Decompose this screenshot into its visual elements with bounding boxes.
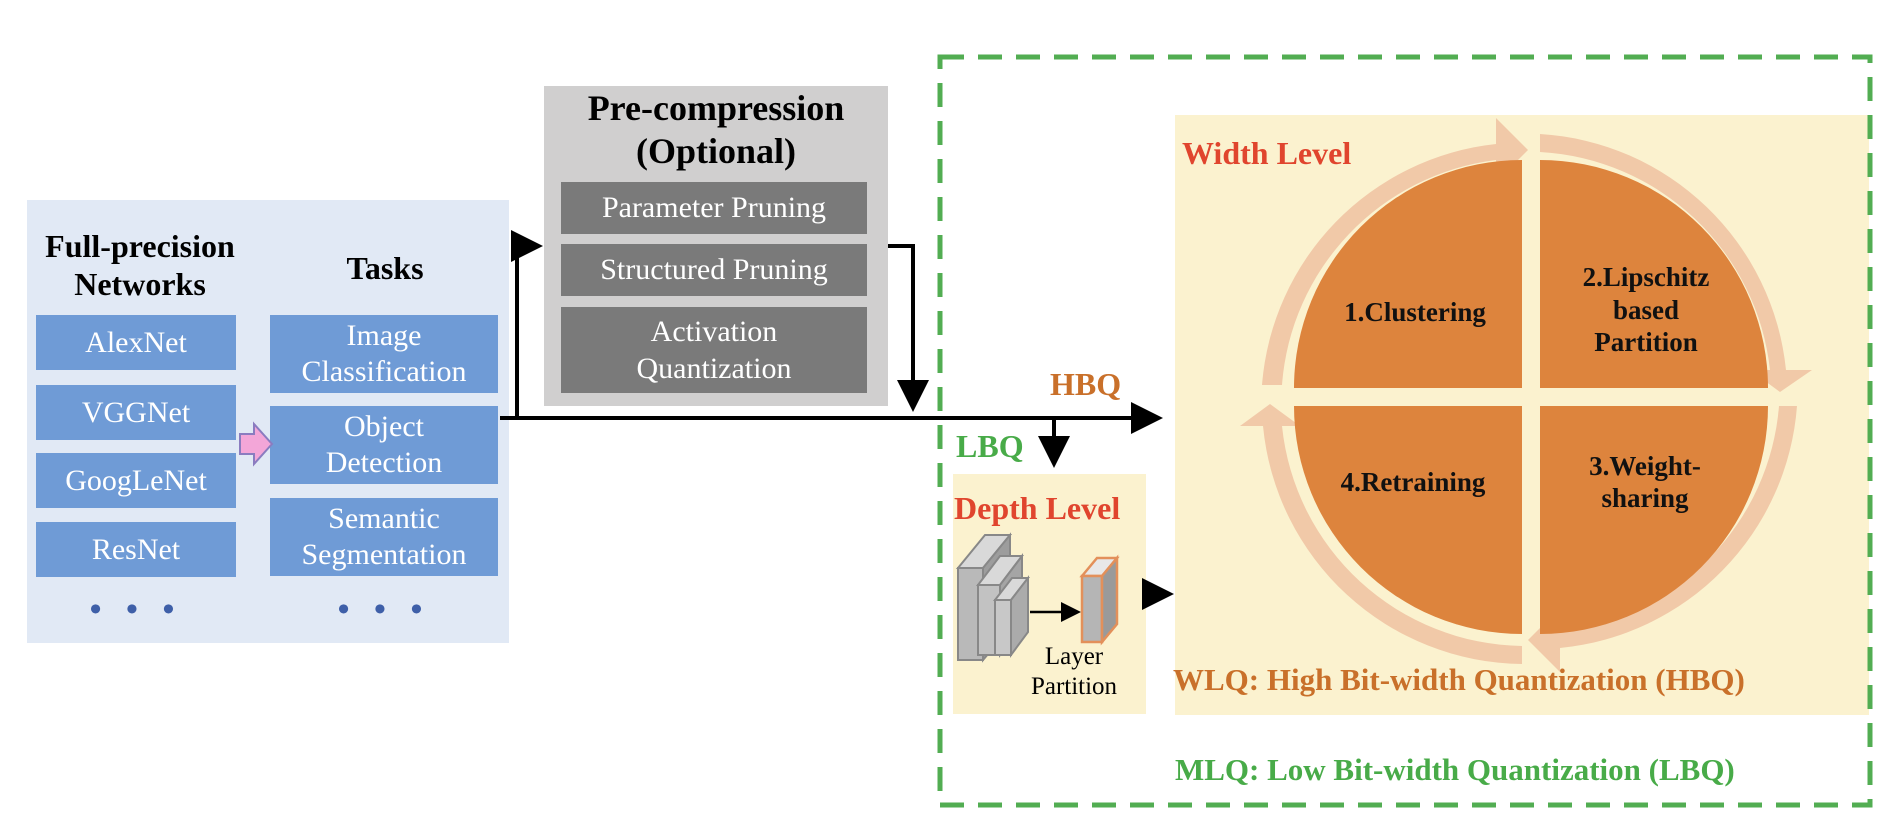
quadrant-weight-sharing <box>1540 406 1768 634</box>
networks-title: Full-precision Networks <box>30 225 250 305</box>
wlq-label: WLQ: High Bit-width Quantization (HBQ) <box>1173 662 1745 697</box>
layer-partition-caption-line2: Partition <box>1030 673 1118 700</box>
mlq-dashed-border <box>937 54 1873 808</box>
cycle-ring-arrows-icon <box>1240 118 1812 672</box>
step-retraining-label: 4.Retraining <box>1340 466 1486 497</box>
tasks-more: • • • <box>337 591 431 628</box>
quadrant-lipschitz <box>1540 160 1768 388</box>
tasks-title-text: Tasks <box>346 249 424 286</box>
layer-partition-caption: Layer Partition <box>1010 640 1138 704</box>
networks-title-text: Full-precision Networks <box>45 227 235 302</box>
hbq-label: HBQ <box>1050 366 1122 402</box>
precompression-item-struct-pruning: Structured Pruning <box>561 244 867 296</box>
task-item-detection: Object Detection <box>270 406 498 484</box>
networks-more: • • • <box>89 591 183 628</box>
quadrant-retraining <box>1294 406 1522 634</box>
mlq-label: MLQ: Low Bit-width Quantization (LBQ) <box>1175 752 1735 787</box>
network-item-alexnet: AlexNet <box>36 315 236 370</box>
to-precompression-arrow <box>511 230 543 418</box>
task-item-segmentation: Semantic Segmentation <box>270 498 498 576</box>
precompression-title-line2: (Optional) <box>635 131 796 171</box>
step-weight-sharing-label: 3.Weight-sharing <box>1589 450 1701 513</box>
networks-to-tasks-arrow-icon <box>239 421 274 467</box>
from-precompression-arrow <box>888 244 929 412</box>
network-item-vggnet: VGGNet <box>36 385 236 440</box>
network-item-googlenet: GoogLeNet <box>36 453 236 508</box>
precompression-item-param-pruning: Parameter Pruning <box>561 182 867 234</box>
task-item-classification: Image Classification <box>270 315 498 393</box>
cycle-quadrants <box>1294 160 1768 634</box>
width-level-title: Width Level <box>1182 135 1352 171</box>
layer-stack-icon <box>955 532 1031 663</box>
quadrant-clustering <box>1294 160 1522 388</box>
step-lipschitz-label: 2.Lipschitz based Partition <box>1582 262 1710 358</box>
depth-level-title: Depth Level <box>954 490 1121 526</box>
precompression-title: Pre-compression (Optional) <box>544 84 888 176</box>
precompression-item-act-quant: Activation Quantization <box>561 307 867 393</box>
precompression-title-line1: Pre-compression <box>587 87 845 128</box>
layer-partition-caption-line1: Layer <box>1044 643 1104 670</box>
step-clustering-label: 1.Clustering <box>1344 296 1486 327</box>
lbq-label: LBQ <box>956 428 1024 464</box>
network-item-resnet: ResNet <box>36 522 236 577</box>
partition-slice-icon <box>1079 554 1120 646</box>
tasks-title: Tasks <box>270 245 500 291</box>
